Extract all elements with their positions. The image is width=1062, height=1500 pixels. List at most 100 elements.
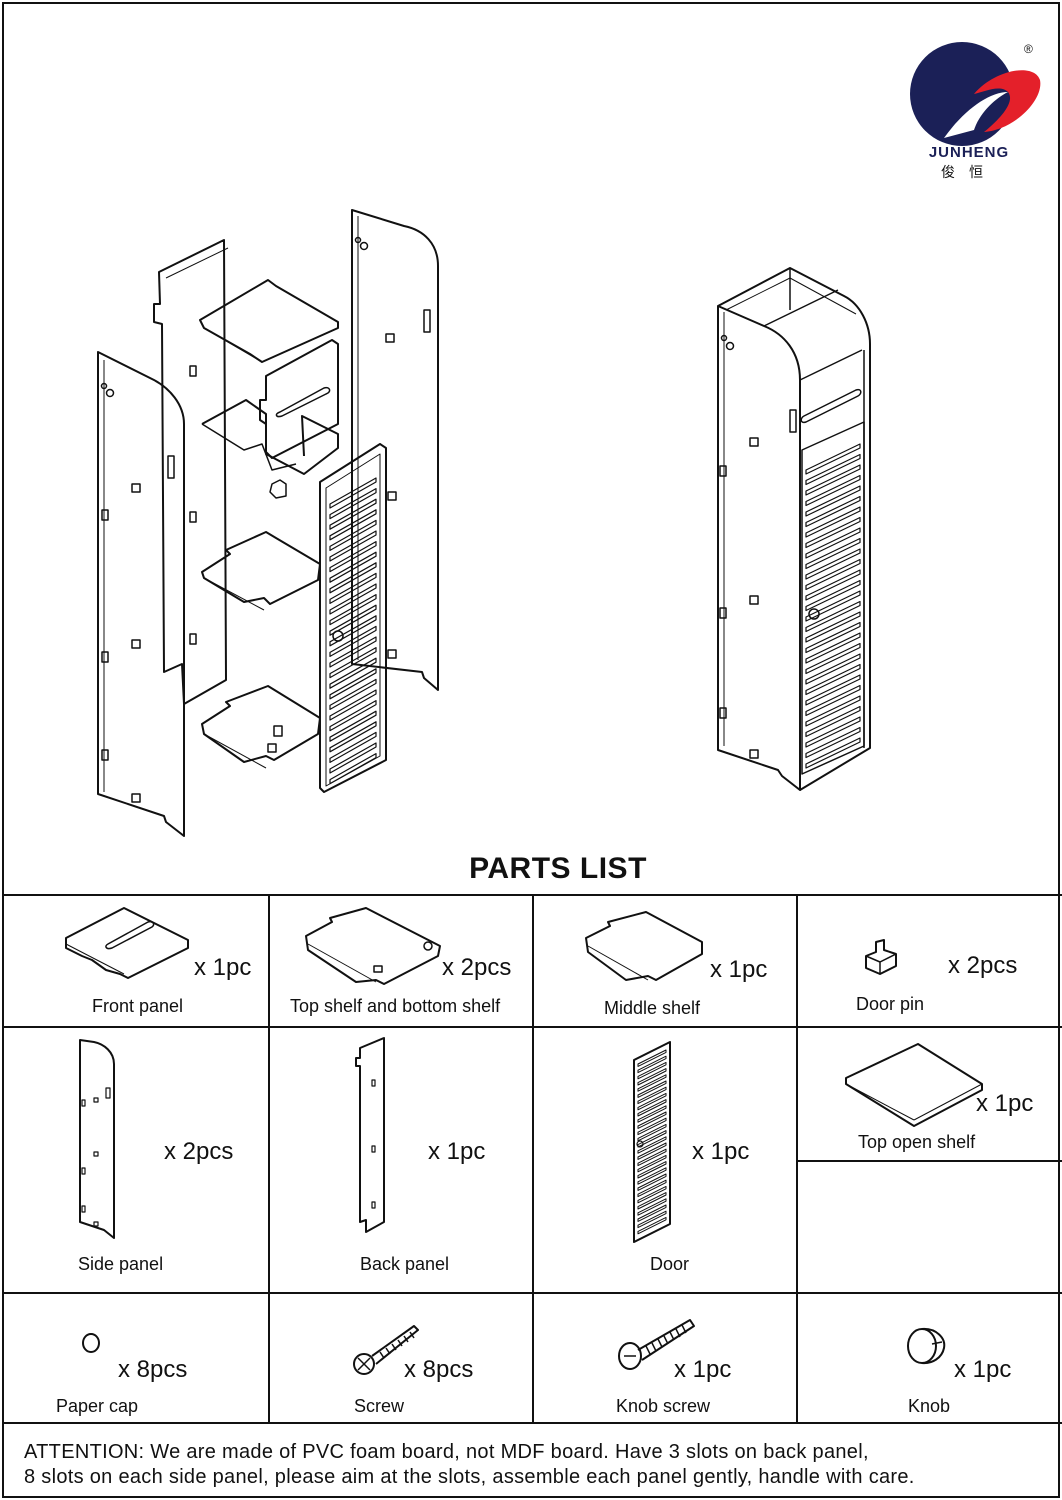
door-slat — [637, 1092, 667, 1111]
door-slat — [805, 684, 861, 717]
qty-paper-cap: x 8pcs — [118, 1356, 188, 1383]
attention-note: ATTENTION: We are made of PVC foam board… — [24, 1440, 1054, 1490]
door-slat — [805, 527, 861, 559]
door-slat — [805, 485, 861, 517]
door-slat — [637, 1074, 667, 1092]
door-slat — [805, 453, 861, 486]
door-slat — [637, 1123, 667, 1142]
label-paper-cap: Paper cap — [56, 1396, 139, 1416]
assembly-illustration — [97, 209, 871, 837]
door-pin-icon — [865, 939, 897, 975]
door-slat — [329, 753, 377, 785]
door-slat — [805, 642, 861, 675]
assembled-cabinet — [717, 267, 871, 791]
door-slat — [329, 731, 377, 763]
top-open-shelf-icon — [845, 1043, 983, 1127]
door-slat — [637, 1210, 667, 1229]
label-middle-shelf: Middle shelf — [604, 998, 701, 1018]
grid-line — [268, 894, 270, 1424]
part-back-panel: x 1pc Back panel — [270, 1028, 532, 1292]
qty-side-panel: x 2pcs — [164, 1138, 234, 1165]
attention-line-1: ATTENTION: We are made of PVC foam board… — [24, 1441, 869, 1463]
door-slat — [637, 1154, 667, 1173]
registered-mark: ® — [1024, 42, 1033, 56]
door-slat — [329, 530, 377, 562]
door-slat — [329, 519, 377, 551]
door-slat — [329, 541, 377, 573]
brand-name-cn: 俊恒 — [941, 165, 997, 181]
door-slat — [637, 1080, 667, 1098]
knob-screw-icon — [618, 1319, 695, 1370]
door-slat — [637, 1111, 667, 1129]
door-slat — [637, 1179, 667, 1198]
paper-cap-icon — [82, 1333, 100, 1353]
door-slat — [637, 1185, 667, 1204]
door-slat — [637, 1068, 667, 1086]
door-slat — [329, 551, 377, 583]
door-slat — [329, 742, 377, 774]
door-slat — [805, 443, 861, 475]
attention-line-2: 8 slots on each side panel, please aim a… — [24, 1466, 915, 1488]
part-middle-shelf: x 1pc Middle shelf — [534, 894, 796, 1026]
door-slat — [805, 705, 861, 738]
exploded-middle-shelf — [201, 531, 321, 611]
door-slat — [805, 516, 861, 549]
qty-door: x 1pc — [692, 1138, 750, 1165]
part-screw: x 8pcs Screw — [270, 1294, 532, 1422]
door-slat — [805, 663, 861, 696]
label-knob-screw: Knob screw — [616, 1396, 711, 1416]
door-slat — [637, 1204, 667, 1222]
door-slat — [805, 600, 861, 633]
part-side-panel: x 2pcs Side panel — [4, 1028, 268, 1292]
screw-icon — [353, 1325, 419, 1375]
door-slat — [329, 488, 377, 520]
door-slat — [637, 1049, 667, 1067]
door-slat — [637, 1142, 667, 1160]
door-slat — [329, 700, 377, 732]
qty-middle-shelf: x 1pc — [710, 956, 768, 983]
door-slat — [637, 1099, 667, 1117]
top-bottom-shelf-icon — [305, 907, 441, 985]
door-slat — [329, 477, 377, 509]
label-door-pin: Door pin — [856, 994, 925, 1014]
junheng-logo-icon — [910, 42, 1041, 146]
door-slat — [637, 1167, 667, 1185]
door-slat — [637, 1055, 667, 1074]
door-slat — [805, 537, 861, 570]
part-front-panel: x 1pc Front panel — [4, 894, 268, 1026]
door-slat — [805, 621, 861, 654]
qty-front-panel: x 1pc — [194, 954, 252, 981]
door-slat — [329, 668, 377, 700]
part-top-bottom-shelf: x 2pcs Top shelf and bottom shelf — [270, 894, 532, 1026]
door-icon — [633, 1041, 671, 1243]
door-slat — [805, 716, 861, 748]
door-slat — [805, 590, 861, 622]
front-panel-icon — [65, 907, 189, 979]
door-slat — [329, 721, 377, 753]
door-slat — [329, 678, 377, 710]
part-knob-screw: x 1pc Knob screw — [534, 1294, 796, 1422]
door-slat — [805, 579, 861, 612]
label-knob: Knob — [908, 1396, 951, 1416]
door-slat — [637, 1161, 667, 1179]
grid-line — [796, 1160, 1062, 1162]
door-slat — [637, 1061, 667, 1080]
door-slat — [637, 1136, 667, 1154]
door-slat — [805, 737, 861, 769]
exploded-back-panel — [153, 239, 229, 705]
door-slat — [637, 1173, 667, 1191]
part-paper-cap: x 8pcs Paper cap — [4, 1294, 268, 1422]
exploded-top-shelf — [199, 279, 339, 363]
door-slat — [637, 1198, 667, 1216]
door-slat — [329, 636, 377, 668]
qty-door-pin: x 2pcs — [948, 952, 1018, 979]
exploded-door — [319, 443, 387, 793]
door-slat — [637, 1086, 667, 1105]
middle-shelf-icon — [585, 911, 703, 981]
exploded-middle-shelf-upper — [201, 399, 339, 499]
exploded-right-side-panel — [351, 209, 439, 691]
door-slat — [637, 1105, 667, 1123]
door-slat — [329, 509, 377, 541]
door-slat — [329, 604, 377, 636]
door-slat — [329, 498, 377, 530]
